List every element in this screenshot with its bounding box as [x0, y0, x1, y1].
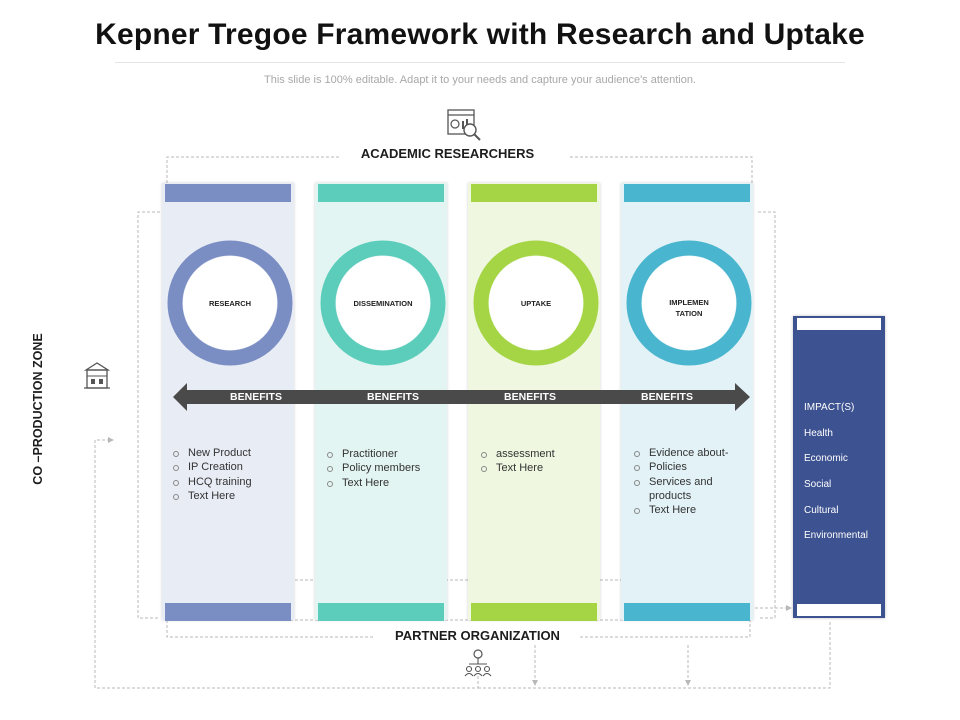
- ring-label-dissemination: DISSEMINATION: [353, 299, 413, 308]
- benefits-label: BENEFITS: [367, 391, 419, 403]
- column-cap-top: [318, 184, 444, 202]
- academic-researchers-label: ACADEMIC RESEARCHERS: [345, 146, 550, 161]
- list-item: Text Here: [633, 503, 745, 517]
- column-cap-bottom: [165, 603, 291, 621]
- benefit-list-research: New Product IP Creation HCQ training Tex…: [172, 446, 290, 503]
- benefit-list-uptake: assessment Text Here: [480, 447, 590, 476]
- list-item: assessment: [480, 447, 590, 461]
- benefit-list-implementation: Evidence about- Policies Services and pr…: [633, 446, 745, 517]
- list-item: Text Here: [480, 461, 590, 475]
- list-item: Services and products: [633, 475, 745, 504]
- column-cap-top: [471, 184, 597, 202]
- building-icon: [83, 362, 111, 389]
- benefits-label: BENEFITS: [504, 391, 556, 403]
- ring-research: [167, 240, 293, 366]
- list-item: Text Here: [172, 489, 290, 503]
- column-cap-top: [624, 184, 750, 202]
- benefit-list-dissemination: Practitioner Policy members Text Here: [326, 447, 444, 490]
- list-item: Policies: [633, 460, 745, 474]
- ring-label-research: RESEARCH: [208, 299, 252, 308]
- column-cap-bottom: [471, 603, 597, 621]
- impact-box-cap-top: [797, 318, 881, 330]
- impact-item: Cultural: [804, 505, 839, 516]
- column-cap-bottom: [318, 603, 444, 621]
- impact-box-cap-bottom: [797, 604, 881, 616]
- impact-item: Health: [804, 428, 833, 439]
- list-item: HCQ training: [172, 475, 290, 489]
- ring-uptake: [473, 240, 599, 366]
- benefits-label: BENEFITS: [641, 391, 693, 403]
- subtitle: This slide is 100% editable. Adapt it to…: [264, 74, 696, 86]
- column-cap-bottom: [624, 603, 750, 621]
- ring-label-uptake: UPTAKE: [520, 299, 552, 308]
- team-network-icon: [464, 649, 492, 677]
- title-divider: [115, 62, 845, 63]
- list-item: IP Creation: [172, 460, 290, 474]
- benefits-label: BENEFITS: [230, 391, 282, 403]
- column-cap-top: [165, 184, 291, 202]
- list-item: Text Here: [326, 476, 444, 490]
- list-item: Practitioner: [326, 447, 444, 461]
- list-item: Policy members: [326, 461, 444, 475]
- impact-item: Environmental: [804, 530, 868, 541]
- ring-dissemination: [320, 240, 446, 366]
- partner-organization-label: PARTNER ORGANIZATION: [380, 628, 575, 643]
- analytics-search-icon: [447, 109, 481, 141]
- list-item: Evidence about-: [633, 446, 745, 460]
- page-title: Kepner Tregoe Framework with Research an…: [95, 18, 865, 51]
- list-item: New Product: [172, 446, 290, 460]
- co-production-zone-label: CO –PRODUCTION ZONE: [31, 333, 45, 485]
- ring-implementation: [626, 240, 752, 366]
- impact-heading: IMPACT(S): [804, 402, 855, 413]
- ring-label-implementation: IMPLEMEN TATION: [669, 298, 709, 318]
- impact-item: Social: [804, 479, 832, 490]
- impact-item: Economic: [804, 453, 848, 464]
- impact-box: [793, 316, 885, 618]
